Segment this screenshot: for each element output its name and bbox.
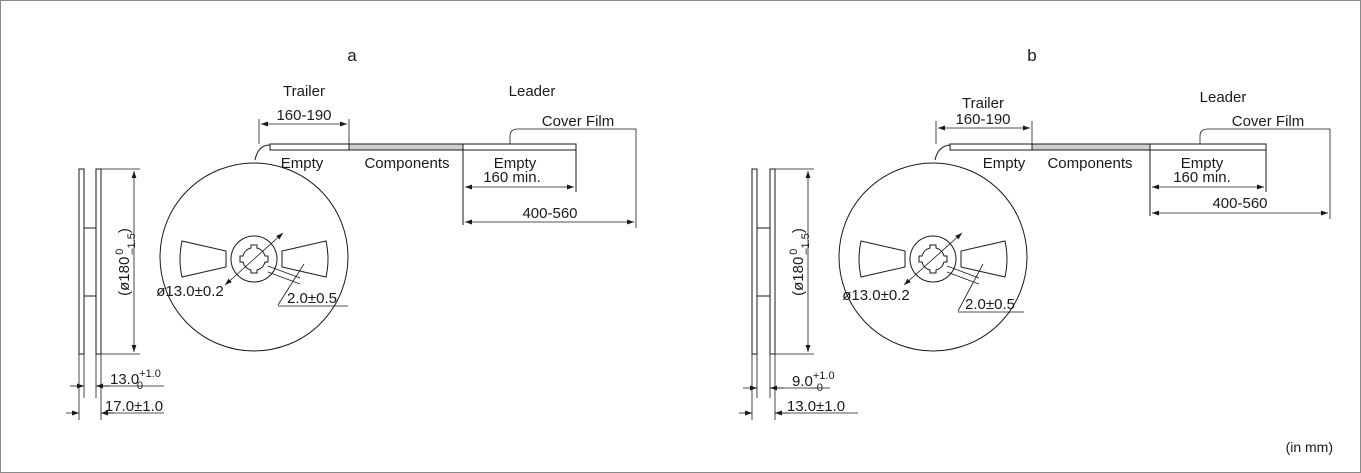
diameter-dim-b: (ø1800–1.5) (788, 228, 812, 296)
slot-ext-2-a (267, 271, 301, 285)
reel-window-left-b (858, 240, 906, 278)
overall-width-b: 13.0±1.0 (787, 398, 845, 415)
cover-film-line-b (1199, 128, 1331, 219)
overall-width-a: 17.0±1.0 (105, 398, 163, 415)
figure-a-label: a (347, 46, 357, 65)
hub-dim-b: ø13.0±0.2 (842, 287, 909, 304)
tape-curl-a (254, 144, 271, 161)
tape-curl-b (934, 144, 951, 161)
flange-right-b (769, 168, 776, 355)
hub-dim-a: ø13.0±0.2 (156, 283, 223, 300)
slot-dim-b: 2.0±0.5 (965, 296, 1015, 313)
leader-label-a: Leader (509, 83, 556, 100)
empty-label-right-a: Empty (494, 155, 537, 172)
leader-dim-a: 400-560 (522, 205, 577, 222)
reel-face-b (838, 162, 1028, 352)
cover-film-label-b: Cover Film (1232, 113, 1305, 130)
diameter-dim-a: (ø1800–1.5) (114, 228, 138, 296)
figure-a: a Trailer 160-190 Leader Cover Film Empt… (66, 46, 637, 420)
flange-left-b (751, 168, 758, 355)
tape-strip-a (254, 143, 577, 225)
reel-side-a (78, 168, 102, 355)
reel-window-right-b (960, 240, 1008, 278)
trailer-dim-a: 160-190 (276, 107, 331, 124)
empty-label-right-b: Empty (1181, 155, 1224, 172)
hub-dim-line-a (224, 232, 284, 286)
empty-min-label-b: 160 min. (1173, 169, 1231, 186)
slot-leader-b (957, 263, 984, 312)
flange-left-a (78, 168, 85, 355)
slot-ext-2-b (946, 271, 980, 285)
trailer-label-b: Trailer (962, 95, 1004, 112)
flange-right-a (95, 168, 102, 355)
components-label-b: Components (1047, 155, 1132, 172)
components-label-a: Components (364, 155, 449, 172)
figure-b-label: b (1027, 46, 1036, 65)
cover-film-label-a: Cover Film (542, 113, 615, 130)
empty-label-left-a: Empty (281, 155, 324, 172)
tape-strip-b (934, 143, 1267, 216)
leader-dim-b: 400-560 (1212, 195, 1267, 212)
cover-film-line-a (509, 128, 637, 228)
reel-face-a (159, 162, 349, 352)
trailer-dim-b: 160-190 (955, 111, 1010, 128)
reel-window-left-a (179, 240, 227, 278)
width-dim-b: 9.0+1.0–0 (792, 370, 835, 394)
trailer-label-a: Trailer (283, 83, 325, 100)
slot-ext-1-b (946, 265, 980, 279)
reel-outline-b (838, 162, 1028, 352)
slot-leader-a (277, 263, 305, 306)
slot-ext-1-a (267, 265, 301, 279)
reel-window-right-a (281, 240, 329, 278)
components-section-b (1031, 143, 1151, 151)
reel-side-b (751, 168, 776, 355)
leader-label-b: Leader (1200, 89, 1247, 106)
empty-label-left-b: Empty (983, 155, 1026, 172)
reel-outline-a (159, 162, 349, 352)
hub-dim-line-b (903, 232, 963, 286)
figure-b: b Trailer 160-190 Leader Cover Film Empt… (739, 46, 1331, 420)
unit-note: (in mm) (1286, 439, 1333, 455)
components-section-a (348, 143, 464, 151)
slot-dim-a: 2.0±0.5 (287, 290, 337, 307)
empty-min-label-a: 160 min. (483, 169, 541, 186)
